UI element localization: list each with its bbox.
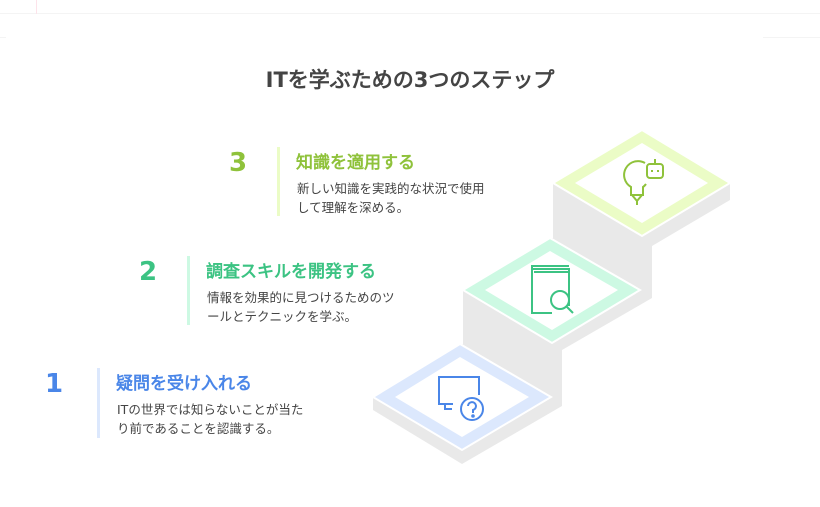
grid-line xyxy=(0,37,6,38)
grid-line xyxy=(763,37,820,38)
step-2-accent-bar xyxy=(187,256,190,325)
lightbulb-robot-icon xyxy=(623,159,664,205)
step-2-description: 情報を効果的に見つけるためのツールとテクニックを学ぶ。 xyxy=(207,290,395,324)
step-3-number: 3 xyxy=(229,148,248,178)
step-2-heading: 調査スキルを開発する xyxy=(206,262,376,282)
cursor-line xyxy=(36,0,37,14)
step-1-accent-bar xyxy=(97,368,100,438)
step-1-number: 1 xyxy=(45,369,64,399)
monitor-question-icon xyxy=(438,376,484,421)
grid-line xyxy=(0,13,820,14)
page-title: ITを学ぶための3つのステップ xyxy=(265,68,555,92)
book-search-icon xyxy=(531,265,574,314)
step-1-description: ITの世界では知らないことが当たり前であることを認識する。 xyxy=(117,402,304,436)
step-3-accent-bar xyxy=(277,147,280,216)
step-2-number: 2 xyxy=(139,257,158,287)
step-1-heading: 疑問を受け入れる xyxy=(116,374,252,394)
step-3-heading: 知識を適用する xyxy=(296,153,415,173)
step-3-description: 新しい知識を実践的な状況で使用して理解を深める。 xyxy=(297,181,485,215)
